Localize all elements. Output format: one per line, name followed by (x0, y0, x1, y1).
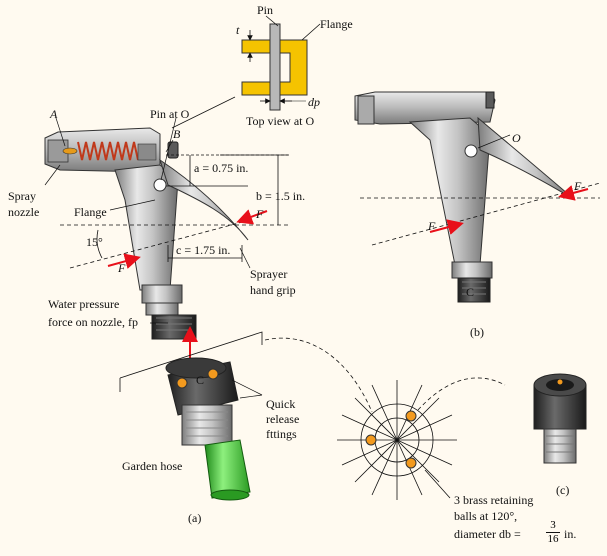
in-unit-label: in. (564, 527, 577, 541)
angle-label: 15° (86, 235, 103, 249)
a-dimension-label: a = 0.75 in. (194, 161, 249, 175)
force-f-left-a (107, 253, 141, 269)
water-pressure-label: Water pressure (48, 297, 120, 311)
release-label: release (266, 412, 300, 426)
flange-label: Flange (74, 205, 107, 219)
b-dimension-label: b = 1.5 in. (256, 189, 306, 203)
ball-2 (365, 434, 377, 446)
t-label: t (236, 23, 240, 37)
ball-1 (405, 410, 417, 422)
b-point-label: B (173, 127, 181, 141)
dp-label: dp (308, 95, 320, 109)
force-f-label-a2: F (118, 261, 126, 275)
force-f-right-a (236, 209, 268, 225)
c-dimension-label: c = 1.75 in. (176, 243, 231, 257)
spray-label: Spray (8, 189, 36, 203)
pin-rect (269, 23, 281, 111)
balls-line-2: balls at 120°, (454, 509, 518, 523)
figure-c-label: (c) (556, 483, 570, 497)
c-label-b: C (466, 285, 475, 299)
dimensions-a (60, 154, 290, 269)
fraction-denominator: 16 (547, 533, 559, 545)
hand-grip-label: hand grip (250, 283, 296, 297)
figure-a-label: (a) (188, 511, 202, 525)
balls-diagram (264, 337, 506, 500)
balls-line-1: 3 brass retaining (454, 493, 534, 507)
top-view-label: Top view at O (246, 114, 315, 128)
garden-hose-label: Garden hose (122, 459, 183, 473)
fraction-bar (546, 532, 560, 533)
force-f-label-a1: F (256, 207, 264, 221)
pin-at-o-label: Pin at O (150, 107, 190, 121)
force-f-right-b (558, 185, 589, 201)
nozzle-label: nozzle (8, 205, 40, 219)
flange-u-shape (241, 39, 308, 96)
pin-label: Pin (257, 3, 274, 17)
sprayer-b (354, 91, 601, 303)
fraction-numerator: 3 (550, 519, 556, 531)
fitting-c (533, 373, 587, 464)
a-point-label: A (50, 107, 58, 121)
o-label-b: O (512, 131, 521, 145)
quick-release-fitting (119, 331, 263, 501)
flange-top-label: Flange (320, 17, 353, 31)
fittings-label: fttings (266, 427, 297, 441)
force-f-label-b2: F (428, 219, 436, 233)
sprayer-a (44, 127, 249, 340)
figure-b-label: (b) (470, 325, 484, 339)
force-f-label-b1: F (574, 179, 582, 193)
sprayer-label: Sprayer (250, 267, 288, 281)
spring (77, 141, 139, 161)
quick-label: Quick (266, 397, 296, 411)
garden-hose (204, 439, 251, 499)
balls-line-3: diameter db = (454, 527, 521, 541)
ball-3 (405, 457, 417, 469)
force-f-left-b (429, 219, 464, 235)
force-on-nozzle-label: force on nozzle, fp (48, 315, 138, 329)
top-view (171, 15, 321, 129)
c-label-a: C (196, 373, 205, 387)
